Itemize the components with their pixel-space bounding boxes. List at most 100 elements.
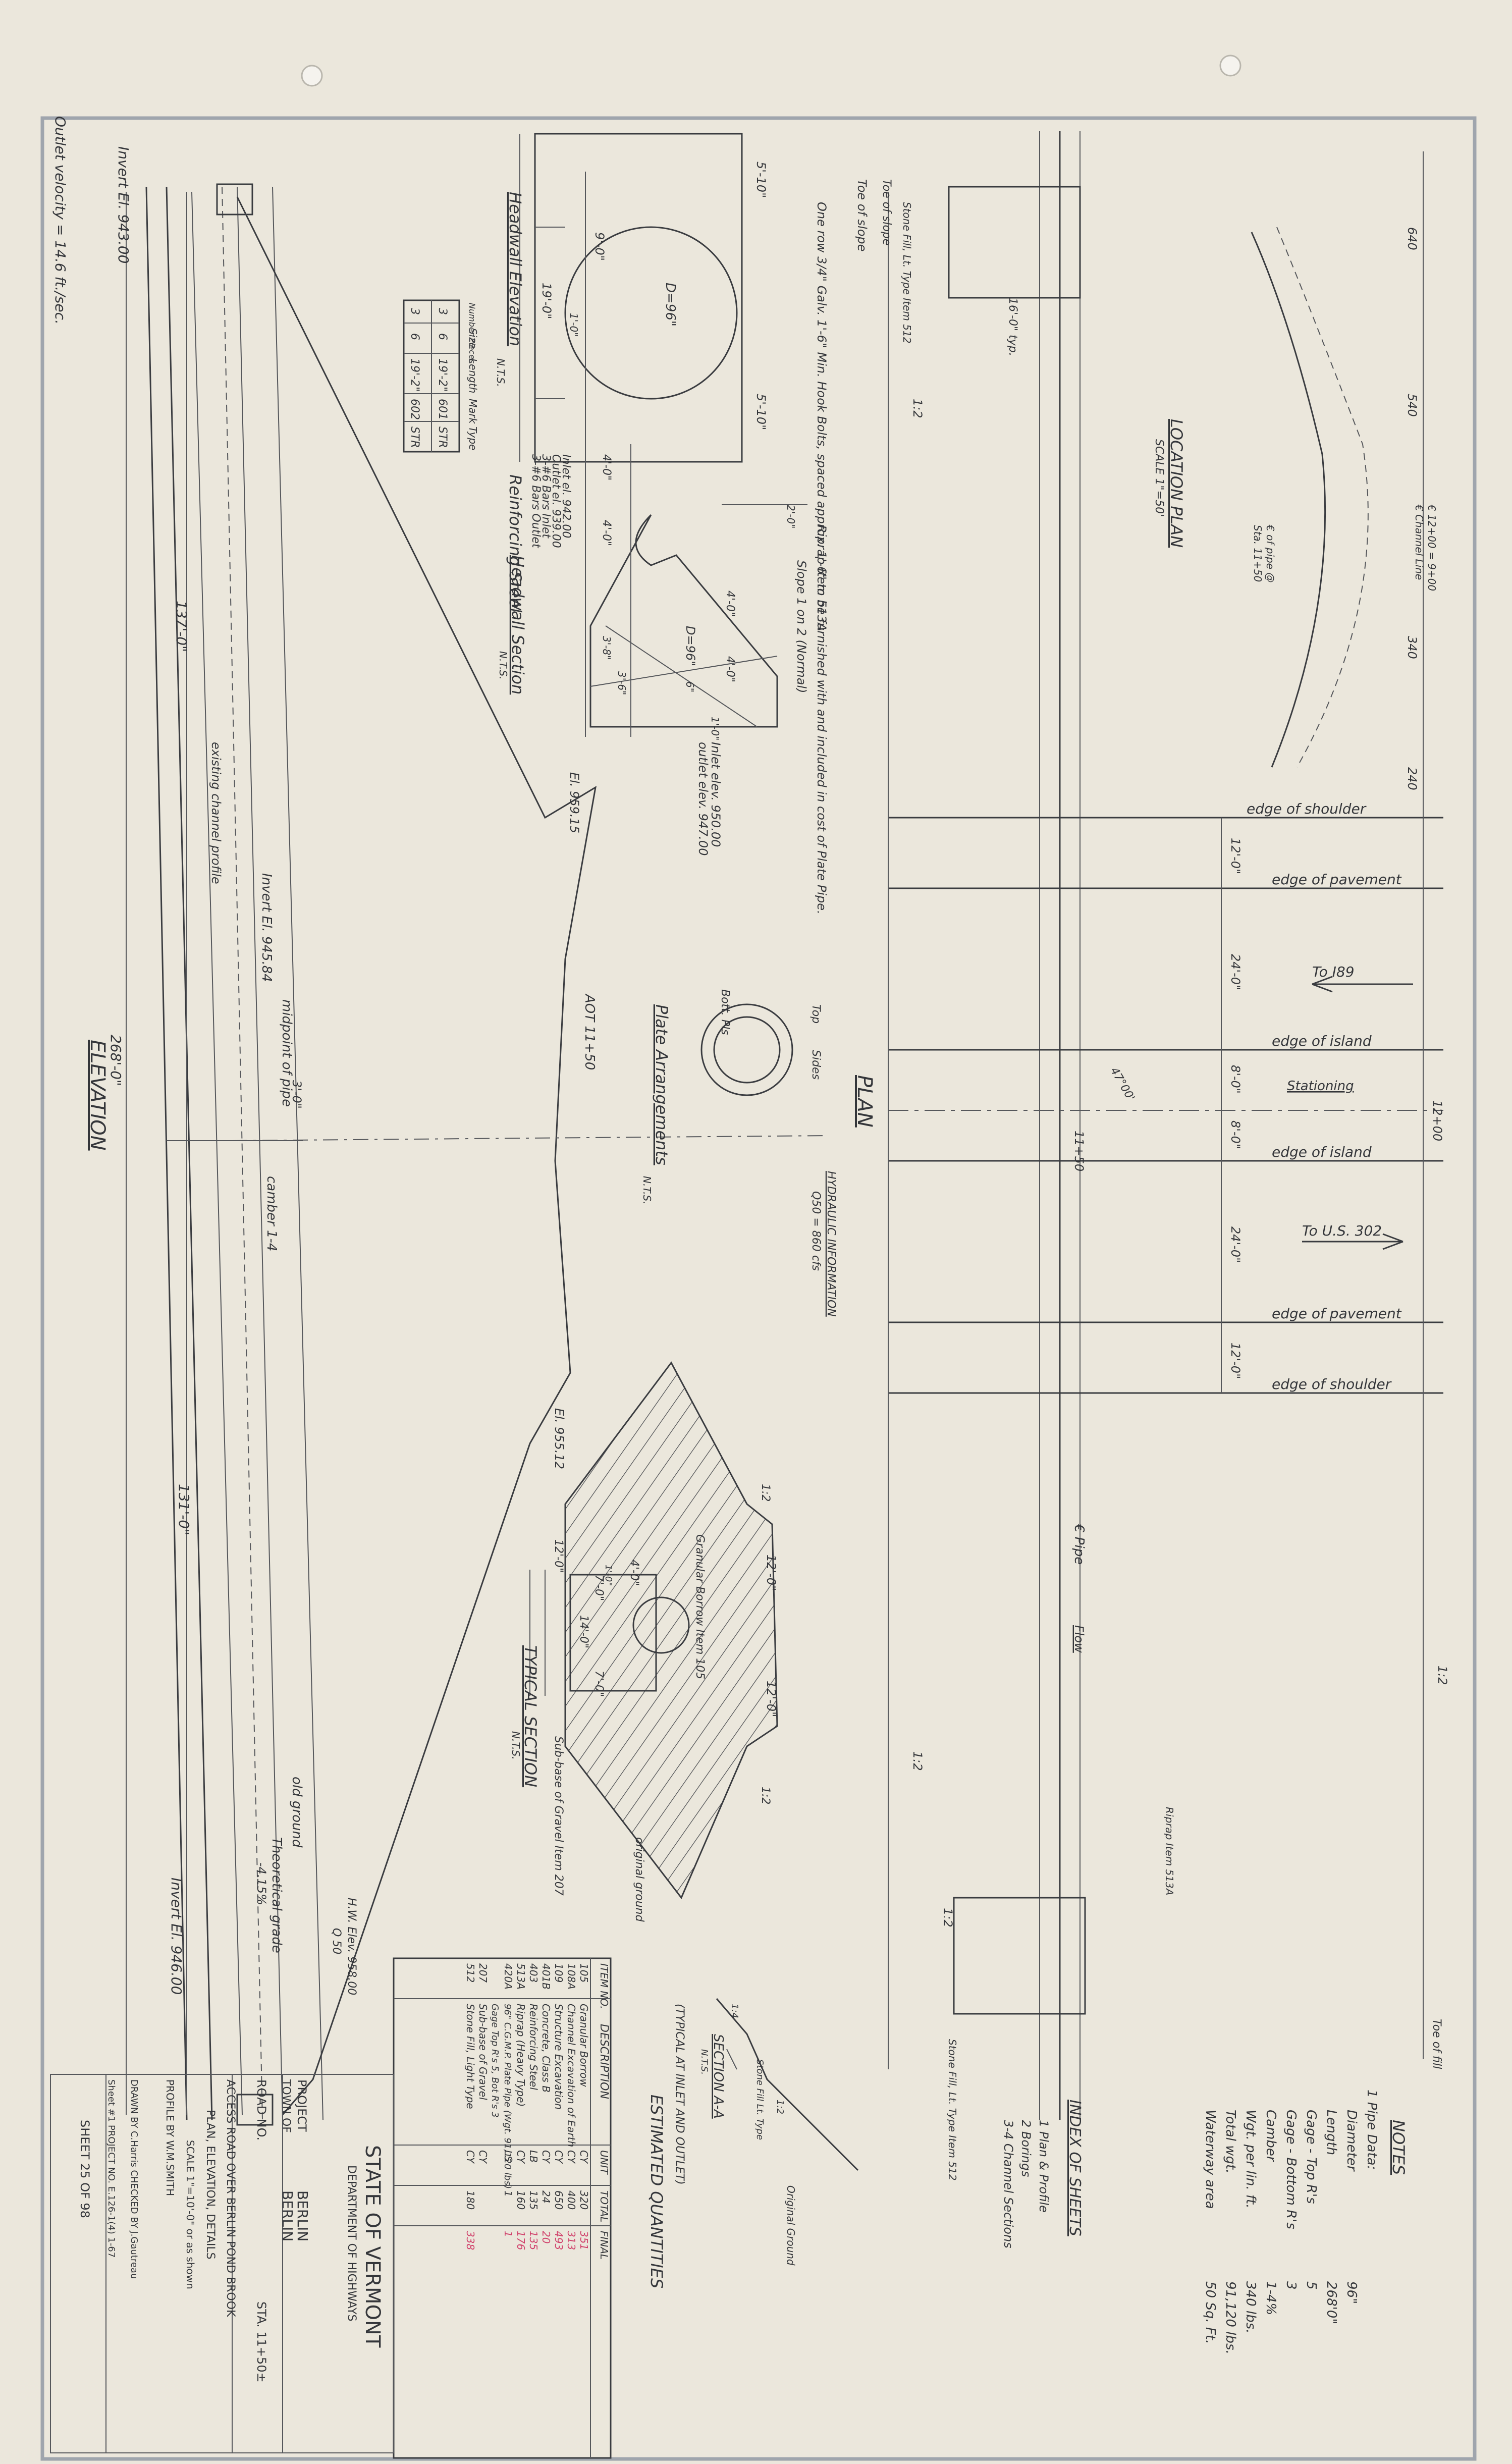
- location-label-16ft: 16'-0" typ.: [1006, 298, 1019, 356]
- headwall-section-nts: N.T.S.: [497, 651, 509, 680]
- reinforcing-steel-table: [403, 299, 460, 453]
- headwall-elev-diameter: D=96": [663, 283, 678, 327]
- table-row: 109 Structure Excavation CY 650 493: [553, 1963, 565, 2250]
- quantities-cell-final: 351: [578, 2231, 590, 2250]
- typical-original-ground: original ground: [633, 1837, 645, 1922]
- location-label-240: 240: [1405, 767, 1419, 790]
- quantities-cell: 1: [502, 2190, 514, 2197]
- headwall-toe-of-slope: Toe of slope: [855, 179, 869, 251]
- headwall-section-diameter: D=96": [683, 626, 697, 666]
- plan-pipe-station: 11+50: [1072, 1131, 1086, 1171]
- section-aa-slope-2: 1:4: [729, 2004, 740, 2018]
- quantities-cell-final: 135: [527, 2231, 539, 2250]
- table-row: 512 Stone Fill, Light Type CY 180 338: [464, 1963, 476, 2250]
- headwall-dim: 4'-0": [600, 454, 613, 480]
- quantities-title: ESTIMATED QUANTITIES: [647, 2095, 666, 2288]
- headwall-dim: 2'-0": [785, 505, 797, 528]
- title-project-label: PROJECT: [295, 2079, 309, 2132]
- quantities-header-final: FINAL: [598, 2231, 610, 2260]
- typical-dim: 7'-0": [592, 1575, 605, 1601]
- list-item: Gage - Bottom R's: [1283, 2110, 1299, 2229]
- quantities-cell-final: 313: [565, 2231, 577, 2250]
- quantities-cell: 207: [477, 1963, 489, 1983]
- quantities-cell-final: 1: [502, 2231, 514, 2237]
- q-label: Q 50: [330, 1928, 343, 1954]
- table-row: 513A Riprap (Heavy Type) CY 160 176: [515, 1963, 527, 2250]
- headwall-inlet-elev: Inlet elev. 950.00: [709, 742, 723, 847]
- quantities-cell: 320: [578, 2190, 590, 2210]
- punch-hole-left: [301, 65, 323, 87]
- list-item-value: 5: [1304, 2281, 1319, 2290]
- reinforcing-header-pieces: Number Pieces: [467, 303, 477, 363]
- plan-edge-island-bottom: edge of island: [1272, 1144, 1372, 1160]
- quantities-cell: CY: [553, 2150, 565, 2164]
- quantities-cell: 96" C.G.M.P. Plate Pipe (Wgt. 91,120 lbs…: [502, 2004, 513, 2189]
- headwall-elev-nts: N.T.S.: [495, 358, 507, 387]
- headwall-dim: 4'-0": [724, 656, 736, 682]
- reinforcing-header-size: Size: [467, 328, 479, 349]
- invert-mid: Invert El. 945.84: [259, 873, 274, 982]
- headwall-elev-title: Headwall Elevation: [506, 192, 525, 346]
- list-item: 2 Borings: [1019, 2120, 1033, 2177]
- typical-dim: 4'-0": [628, 1560, 640, 1586]
- quantities-cell: CY: [464, 2150, 476, 2164]
- list-item: Length: [1324, 2110, 1339, 2155]
- plan-hydraulic-q: Q50 = 860 cfs: [809, 1191, 822, 1271]
- quantities-cell: 24: [540, 2190, 552, 2203]
- invert-left: Invert El. 943.00: [115, 146, 132, 263]
- quantities-cell-final: 176: [515, 2231, 527, 2250]
- typical-dim: 14'-0": [577, 1615, 590, 1648]
- dim-right: 131'-0": [176, 1484, 192, 1535]
- title-department: DEPARTMENT OF HIGHWAYS: [345, 2165, 358, 2322]
- quantities-cell: Gage Top R's 5, Bot R's 3: [490, 2004, 500, 2118]
- title-town: BERLIN: [279, 2190, 296, 2241]
- quantities-rows: 105 Granular Borrow CY 320 351 108A Chan…: [464, 1963, 590, 2250]
- table-row: Gage Top R's 5, Bot R's 3: [490, 2004, 500, 2118]
- plate-bottom: Bott. Pls: [719, 989, 731, 1035]
- title-sheet-no: SHEET 25 OF 98: [78, 2120, 92, 2218]
- location-plan-scale: SCALE 1"=50': [1153, 439, 1165, 517]
- reinforcing-cell: STR: [408, 426, 421, 448]
- plate-top: Top: [809, 1004, 822, 1024]
- quantities-cell: 403: [527, 1963, 539, 1983]
- quantities-header-row: ITEM NO. DESCRIPTION UNIT TOTAL FINAL: [598, 1963, 610, 2260]
- title-line-3: SCALE 1"=10'-0" or as shown: [184, 2140, 196, 2289]
- headwall-section-title: Headwall Section: [508, 555, 527, 694]
- dim-mid: 3'-0": [290, 1080, 304, 1109]
- title-block-text: STATE OF VERMONT DEPARTMENT OF HIGHWAYS …: [78, 2079, 384, 2383]
- location-label-stone-fill: Stone Fill, Lt. Type Item 512: [901, 202, 913, 343]
- theoretical-grade: Theoretical grade: [269, 1837, 284, 1953]
- elevation-view: [126, 183, 828, 2126]
- plan-edge-pavement-bottom: edge of pavement: [1272, 1305, 1402, 1322]
- quantities-cell: CY: [477, 2150, 489, 2164]
- title-block-frame: [50, 2074, 394, 2453]
- list-item-value: 50 Sq. Ft.: [1203, 2281, 1218, 2344]
- table-row: 401B Concrete, Class B CY 24 20: [540, 1963, 552, 2243]
- table-row: 403 Reinforcing Steel LB 135 135: [527, 1963, 539, 2250]
- plan-pipe-label: € Pipe: [1071, 1524, 1087, 1565]
- plate-arrangement-drawing: [700, 1003, 793, 1096]
- typical-subbase: Sub-base of Gravel Item 207: [552, 1736, 565, 1896]
- title-line-4: PROFILE BY W.M.SMITH: [164, 2079, 176, 2196]
- headwall-outlet-el: Outlet el. 939.00: [550, 454, 562, 548]
- quantities-cell: CY: [515, 2150, 527, 2164]
- plan-flow-label: Flow: [1072, 1625, 1086, 1653]
- list-item: 1 Pipe Data:: [1364, 2090, 1379, 2170]
- list-item: Waterway area: [1203, 2110, 1218, 2209]
- location-label-640: 640: [1405, 227, 1419, 250]
- plan-slope: 1:2: [910, 399, 925, 418]
- headwall-slope: Slope 1 on 2 (Normal): [794, 560, 808, 693]
- location-label-stone-fill-2: Stone Fill, Lt. Type Item 512: [946, 2039, 958, 2180]
- invert-right: Invert El. 946.00: [168, 1878, 185, 1995]
- notes-list: 1 Pipe Data: Diameter 96" Length 268'0" …: [1203, 2090, 1379, 2354]
- quantities-cell-final: 338: [464, 2231, 476, 2250]
- headwall-dim: 1'-0": [709, 717, 721, 740]
- list-item-value: 268'0": [1324, 2281, 1339, 2324]
- typical-granular: Granular Borrow Item 105: [693, 1534, 706, 1679]
- plan-to-north: To I89: [1312, 963, 1355, 980]
- grade-value: -4.15%: [254, 1862, 268, 1905]
- headwall-elev-note: One row 3/4" Galv. 1'-6" Min. Hook Bolts…: [815, 202, 829, 915]
- quantities-cell: Reinforcing Steel: [527, 2004, 539, 2090]
- reinforcing-cell: 6: [408, 333, 421, 340]
- reinforcing-title: Reinforcing Steel: [506, 474, 525, 613]
